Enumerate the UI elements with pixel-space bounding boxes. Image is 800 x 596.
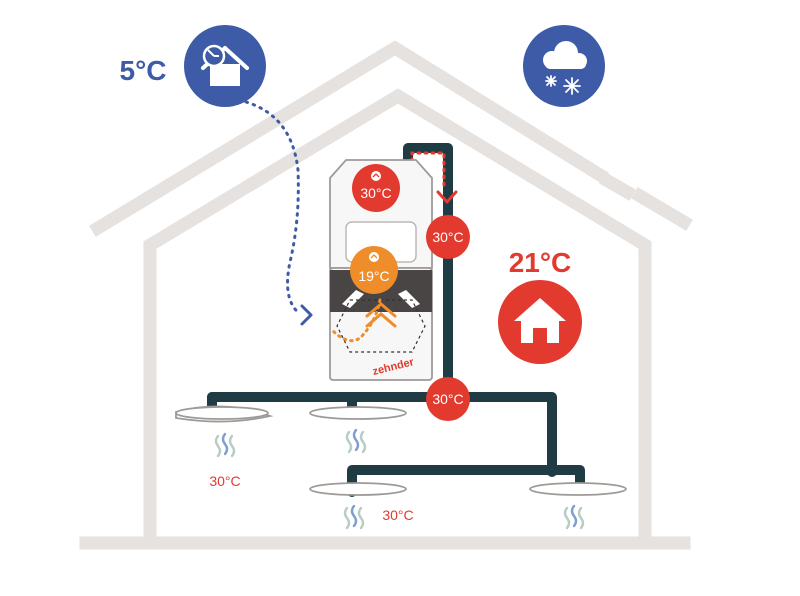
riser-temp-value: 30°C	[432, 229, 463, 245]
up-arrow-icon	[371, 171, 381, 181]
heat-wave-icon	[563, 504, 585, 530]
outdoor-temperature: 5°C	[120, 55, 167, 86]
preheat-temp-value: 19°C	[358, 268, 389, 284]
weather-badge	[523, 25, 605, 107]
exchanger-core-outline	[336, 299, 426, 353]
junction-temp-node: 30°C	[426, 377, 470, 421]
vent-lower-left	[309, 482, 407, 496]
house-clock-icon	[201, 44, 249, 86]
supply-temp-value: 30°C	[360, 185, 391, 201]
duct-branch-lower	[347, 465, 585, 497]
riser-temp-node: 30°C	[426, 215, 470, 259]
vent-lower-right	[529, 482, 627, 496]
preheat-temp-badge: 19°C	[350, 246, 398, 294]
exchanger-blade-right	[398, 290, 420, 308]
cold-air-flow	[244, 100, 313, 326]
heat-wave-icon	[345, 428, 367, 454]
up-arrow-icon	[369, 252, 379, 262]
heat-waves	[214, 428, 585, 530]
vent-left-temp: 30°C	[209, 473, 240, 489]
house-outline	[79, 40, 693, 550]
cloud-snow-icon	[543, 41, 587, 95]
roof-segment-mid	[599, 172, 636, 201]
inner-house	[143, 88, 652, 544]
cold-flow-arrow	[300, 304, 313, 326]
warm-flow-chevron	[365, 302, 397, 318]
heat-wave-icon	[343, 504, 365, 530]
warm-flow-dots	[330, 298, 382, 343]
vent-center	[309, 406, 407, 420]
junction-temp-value: 30°C	[432, 391, 463, 407]
indoor-temperature: 21°C	[509, 247, 572, 278]
heat-wave-icon	[214, 432, 236, 458]
supply-temp-badge: 30°C	[352, 164, 400, 212]
outdoor-air-badge	[184, 25, 266, 107]
warm-flow-chevron	[365, 312, 397, 328]
hot-flow-arrow	[436, 190, 458, 204]
cold-flow-dots	[244, 100, 302, 316]
vent-center-temp: 30°C	[382, 507, 413, 523]
ceiling-vents	[175, 405, 627, 496]
indoor-house-badge	[498, 280, 582, 364]
roof-segment-right	[631, 187, 693, 231]
exchanger-blade-left	[342, 290, 364, 308]
vent-left	[175, 405, 274, 423]
house-icon	[514, 298, 566, 343]
outer-roof	[89, 40, 609, 237]
